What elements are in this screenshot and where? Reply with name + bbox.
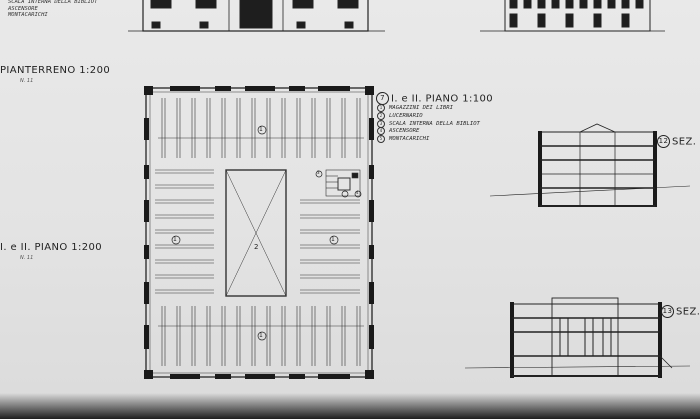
left-bookstacks [155,169,214,294]
legend-text: ASCENSORE [389,128,420,135]
stair-mark: 3 [317,170,320,175]
legend-text: LUCERNARIO [389,112,423,119]
legend-text: MAGAZZINI DEI LIBRI [389,105,453,111]
top-bookstacks [158,98,364,158]
legend-key: 5 [377,135,385,144]
top-right-elevation [480,0,665,32]
ground-floor-ref: N. 11 [20,78,34,84]
legend-key: 2 [377,111,385,120]
legend-text: SCALA INTERNA DELLA BIBLIOT [389,120,480,127]
section-13-title: SEZ. [676,306,700,318]
stacks-mark: 1 [173,236,177,243]
skylight-mark: 2 [254,243,259,251]
section-12-drawing [489,123,691,207]
main-floor-plan [144,86,374,379]
stacks-mark: 1 [259,332,263,339]
upper-floors-title: I. e II. PIANO 1:200 [0,242,103,253]
main-plan-title-text: I. e II. PIANO 1:100 [391,93,494,105]
legend-item: 3 SCALA INTERNA DELLA BIBLIOT [377,119,480,128]
right-bookstacks [300,199,360,294]
ground-floor-title: PIANTERRENO 1:200 [0,65,111,76]
bottom-bookstacks [158,306,364,366]
legend-item: 5 MONTACARICHI [377,135,480,144]
section-12-title: SEZ. [672,136,697,148]
stacks-mark: 1 [259,126,263,133]
lift-mark: 4 [356,190,359,195]
legend-item: 1 MAGAZZINI DEI LIBRI [377,104,480,112]
section-13-drawing [464,297,691,378]
legend-text: MONTACARICHI [389,136,430,143]
top-left-legend-item: SCALA INTERNA DELLA BIBLIOT [8,0,98,5]
stacks-mark: 1 [331,236,335,243]
top-left-legend: SCALA INTERNA DELLA BIBLIOT ASCENSORE MO… [8,0,97,19]
top-left-legend-item: ASCENSORE [8,5,38,12]
legend-item: 2 LUCERNARIO [377,111,480,120]
central-skylight [225,169,287,297]
top-facade-elevation [128,0,385,32]
section-13-badge: 13 [661,305,674,318]
legend-key: 1 [377,104,385,112]
wall-piers [144,86,374,379]
legend-item: 4 ASCENSORE [377,127,480,136]
main-legend: 1 MAGAZZINI DEI LIBRI 2 LUCERNARIO 3 SCALA … [377,104,480,144]
top-left-legend-item: MONTACARICHI [8,12,48,18]
section-12-badge: 12 [657,135,670,148]
plan-marks [171,125,362,341]
legend-key: 4 [377,127,385,136]
upper-floors-ref: N. 11 [20,255,34,261]
legend-key: 3 [377,119,385,128]
